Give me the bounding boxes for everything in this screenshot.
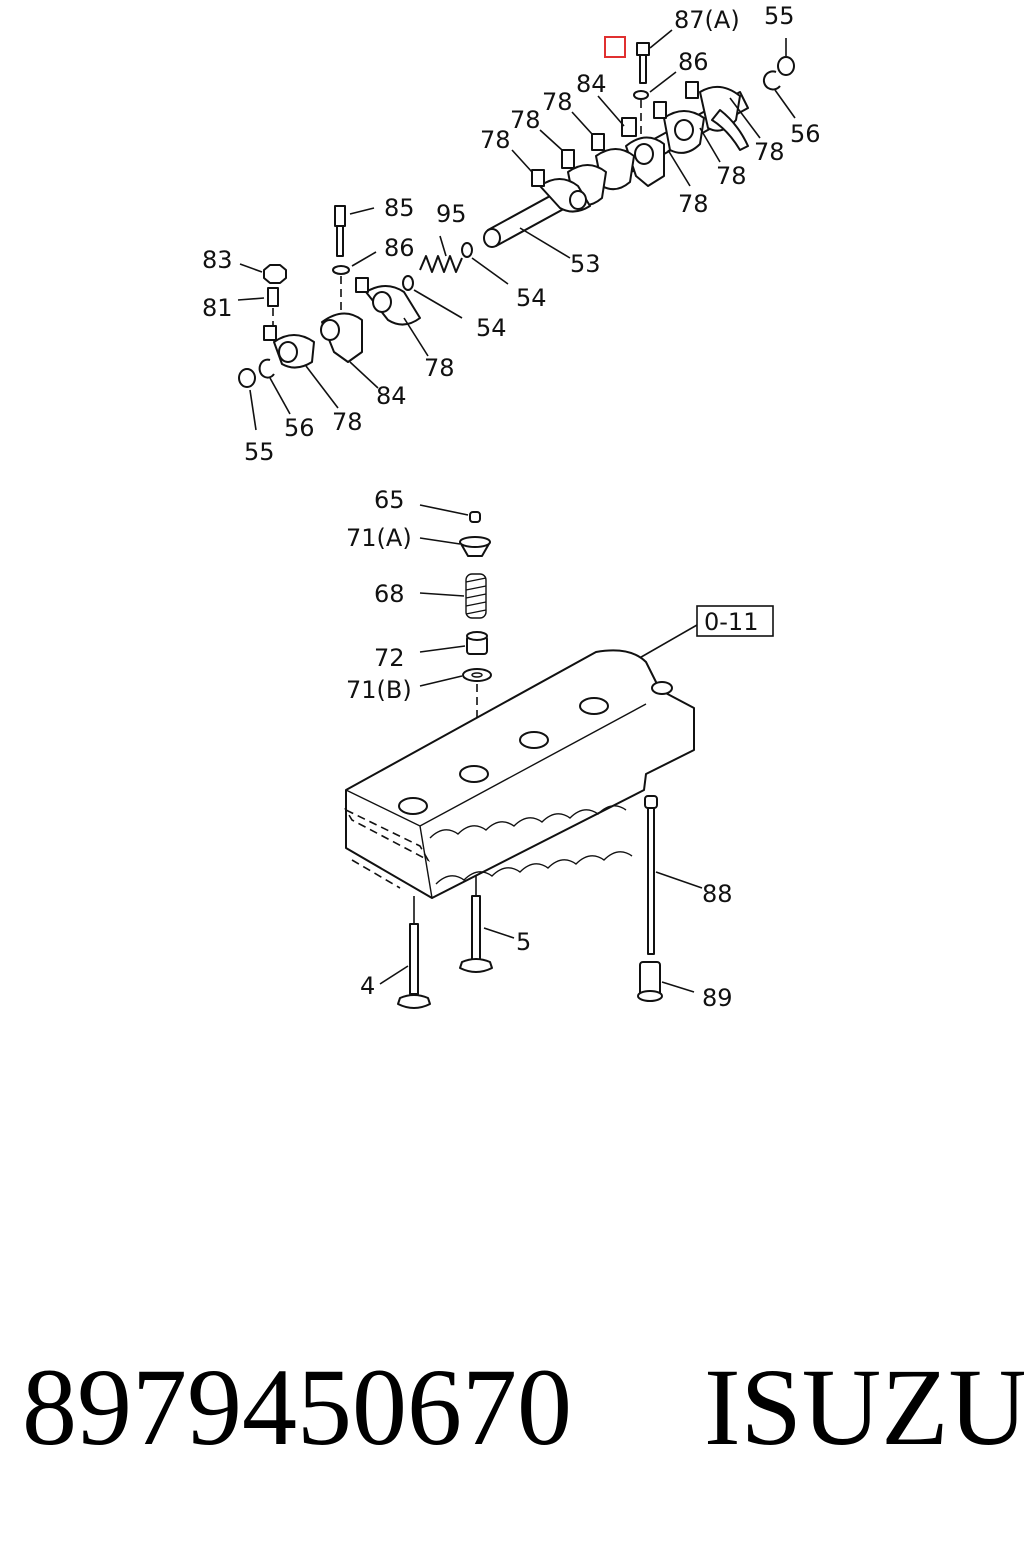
callout-71b: 71(B) [346, 676, 412, 704]
callout-78-f: 78 [678, 190, 709, 218]
callout-78-b: 78 [510, 106, 541, 134]
screw-81 [237, 287, 279, 326]
callout-55-bottom: 55 [244, 438, 275, 466]
washer-86-top [633, 71, 677, 140]
callout-72: 72 [374, 644, 405, 672]
valve-4 [379, 896, 431, 1009]
callout-88: 88 [702, 880, 733, 908]
push-rod-88 [644, 795, 703, 955]
callout-78-g: 78 [424, 354, 455, 382]
callout-56-top: 56 [790, 120, 821, 148]
washer-54-left [402, 275, 463, 319]
callout-5: 5 [516, 928, 531, 956]
reference-box [696, 605, 774, 637]
callout-81: 81 [202, 294, 233, 322]
valves-pushrod [379, 795, 703, 1009]
brand-name: ISUZU [704, 1346, 1024, 1468]
rocker-assembly [237, 29, 796, 431]
plug-55-top [777, 38, 795, 76]
rocker-bracket-84-bottom [320, 312, 379, 389]
stem-seal-72 [419, 631, 488, 655]
snap-ring-56-top [762, 70, 796, 119]
callout-56-bottom: 56 [284, 414, 315, 442]
callout-86-top: 86 [678, 48, 709, 76]
tappet-89 [637, 961, 695, 1002]
callout-86-mid: 86 [384, 234, 415, 262]
callout-65: 65 [374, 486, 405, 514]
rocker-arm-top-2 [653, 101, 705, 154]
rocker-arm-78-bottom [263, 325, 339, 409]
valve-cotter-65 [419, 504, 481, 523]
spring-seat-71b [419, 668, 492, 760]
callout-53: 53 [570, 250, 601, 278]
callout-reference-0-11: 0-11 [704, 608, 758, 636]
spring-95 [419, 235, 463, 273]
washer-86-mid [332, 251, 377, 310]
callout-87a: 87(A) [674, 6, 740, 34]
cylinder-head [343, 605, 774, 899]
callout-labels: 87(A) 55 86 84 78 78 78 56 78 78 78 85 9… [202, 2, 821, 1012]
callout-78-a: 78 [542, 88, 573, 116]
rocker-arm-78-left [355, 277, 429, 357]
callout-71a: 71(A) [346, 524, 412, 552]
callout-4: 4 [360, 972, 375, 1000]
new-part-marker [604, 36, 626, 58]
callout-55-top: 55 [764, 2, 795, 30]
callout-95: 95 [436, 200, 467, 228]
bolt-87a [636, 29, 673, 84]
valve-spring-68 [419, 573, 487, 619]
rocker-arm-top-5 [531, 169, 591, 213]
plug-55-bottom [238, 368, 257, 431]
snap-ring-56-bottom [258, 358, 291, 415]
spring-retainer-71a [419, 536, 491, 557]
callout-54-b: 54 [476, 314, 507, 342]
callout-68: 68 [374, 580, 405, 608]
callout-54-a: 54 [516, 284, 547, 312]
callout-83: 83 [202, 246, 233, 274]
callout-78-d: 78 [754, 138, 785, 166]
callout-78-c: 78 [480, 126, 511, 154]
rocker-bracket-84-top [621, 117, 665, 187]
callout-85: 85 [384, 194, 415, 222]
valve-parts [419, 504, 492, 760]
stud-85 [334, 205, 375, 257]
valve-5 [459, 876, 515, 973]
callout-84-bottom: 84 [376, 382, 407, 410]
callout-89: 89 [702, 984, 733, 1012]
nut-83 [239, 263, 287, 284]
callout-78-e: 78 [716, 162, 747, 190]
callout-84-top: 84 [576, 70, 607, 98]
rocker-arm-top-1 [685, 81, 749, 151]
part-number: 8979450670 [22, 1346, 572, 1468]
washer-54-right [461, 242, 509, 285]
callout-78-h: 78 [332, 408, 363, 436]
